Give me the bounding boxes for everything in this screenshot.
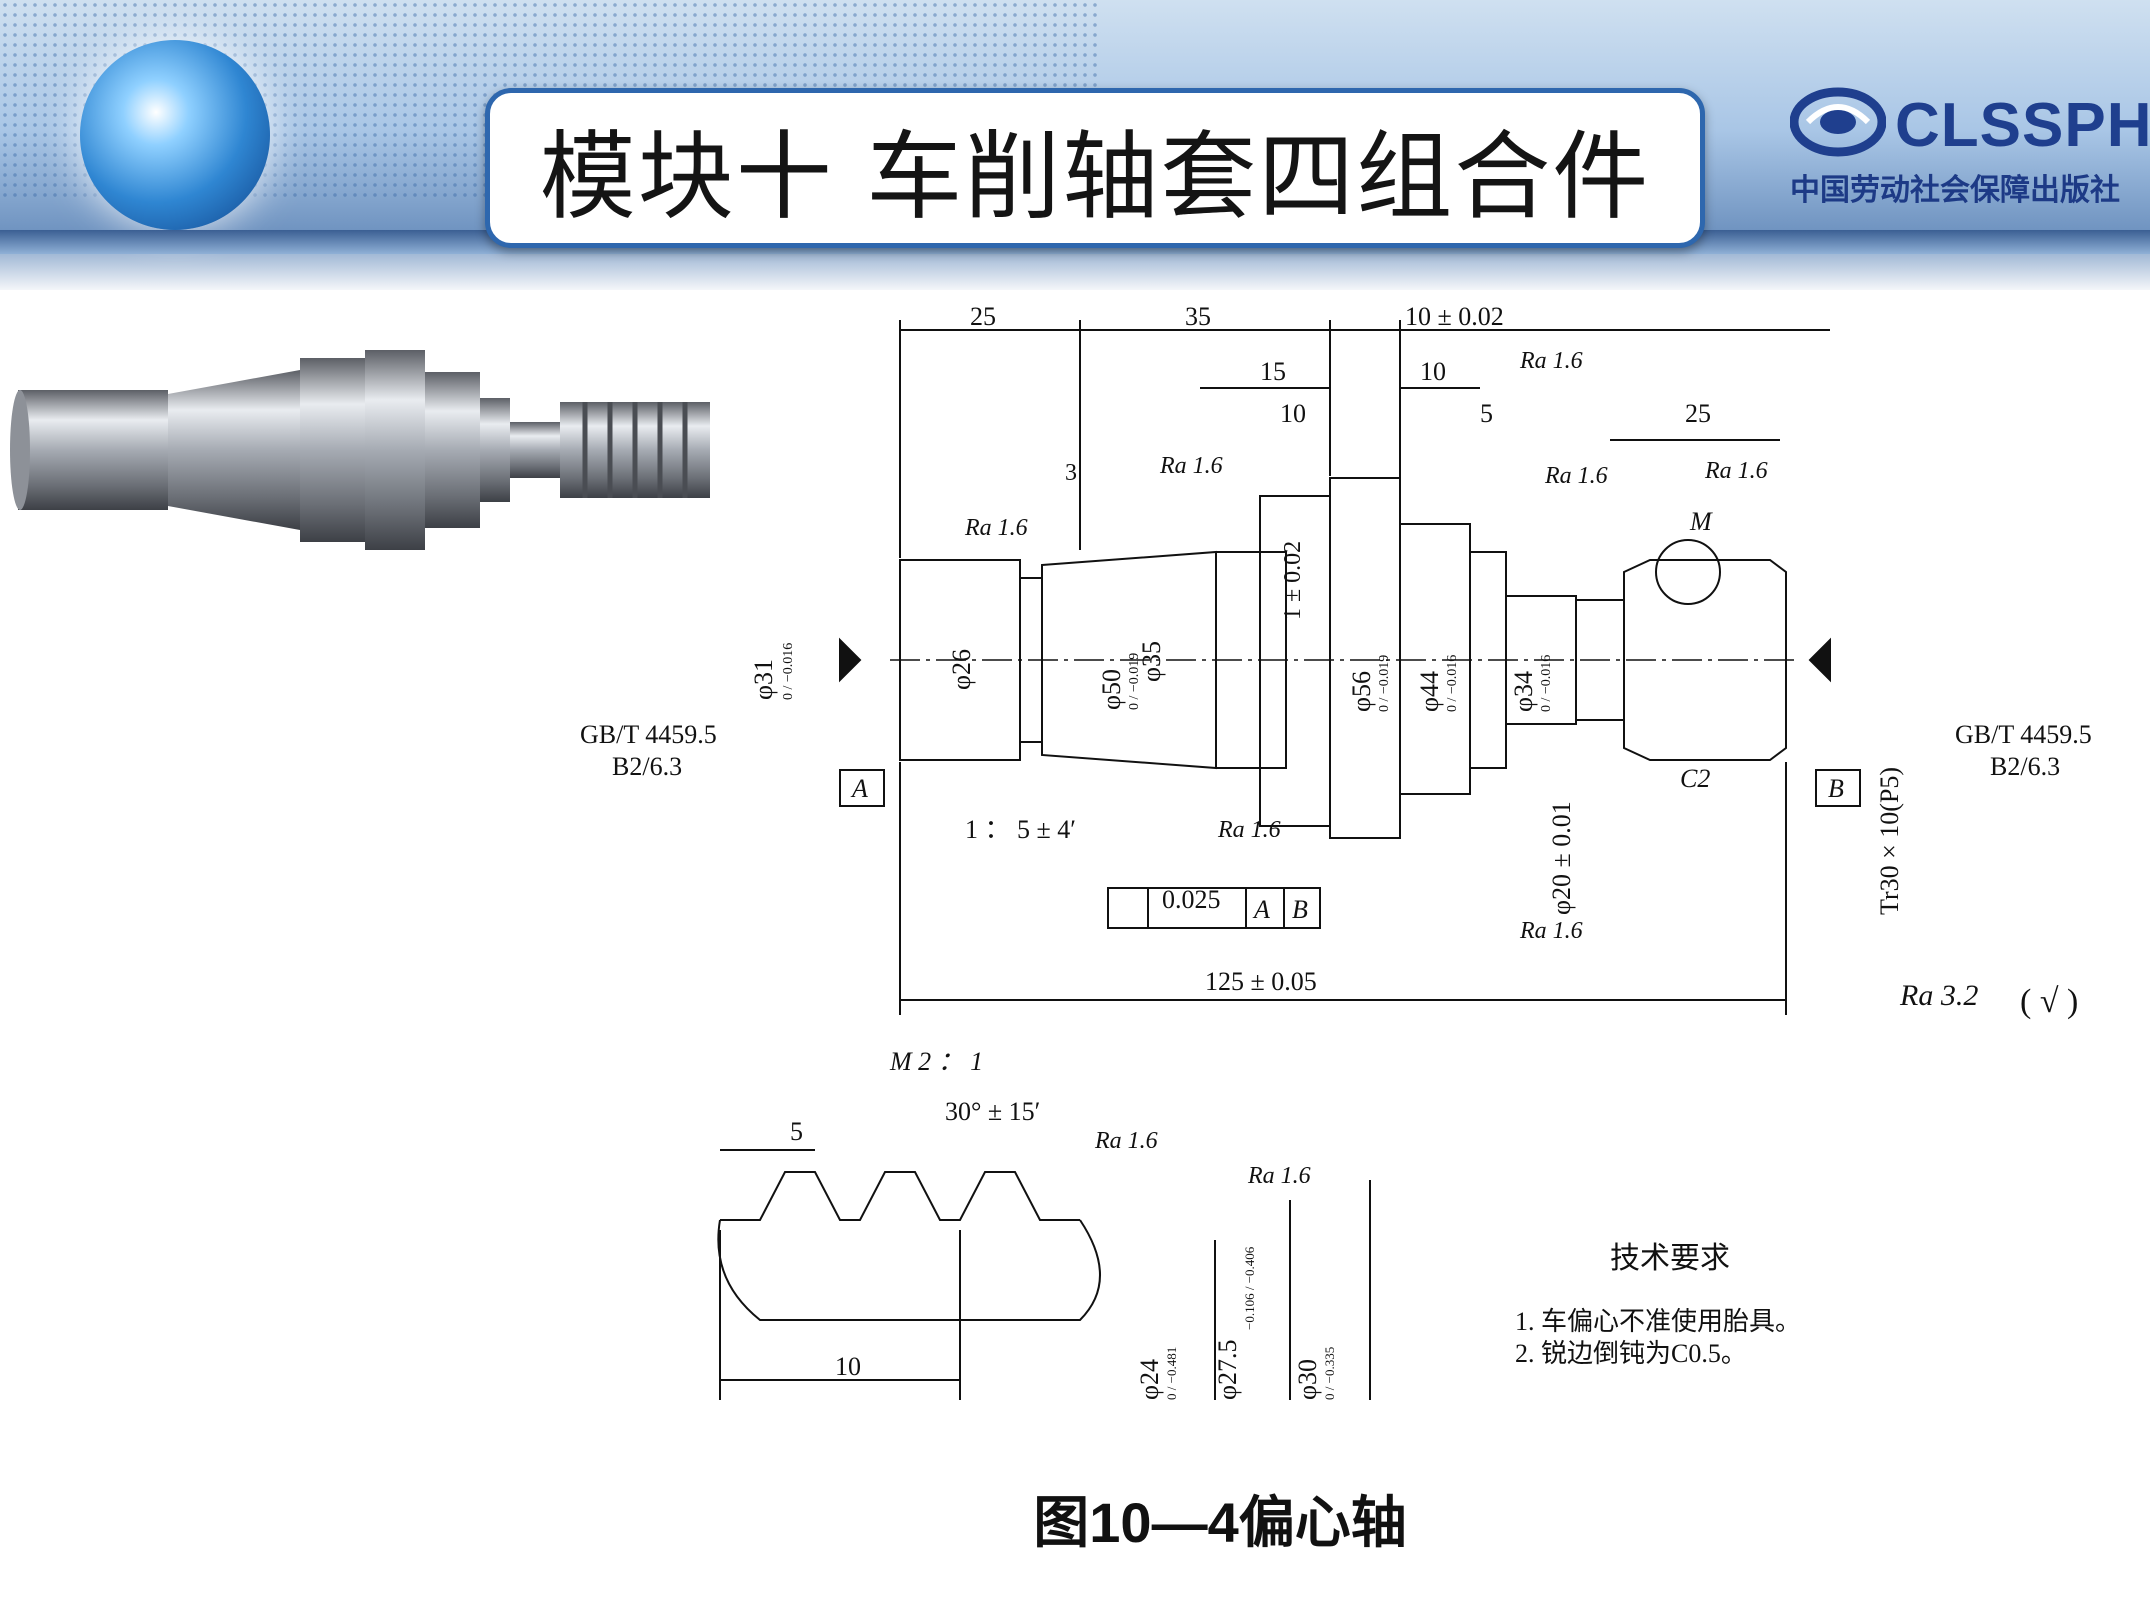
overall-length: 125 ± 0.05 — [1205, 967, 1317, 996]
center-hole-spec: B2/6.3 — [612, 752, 682, 781]
marker-m: M — [1689, 507, 1713, 536]
detail-d24: φ24 — [1135, 1359, 1164, 1400]
dim-10-b: 10 — [1280, 399, 1306, 428]
thread-spec: Tr30 × 10(P5) — [1875, 767, 1904, 915]
dim-5: 5 — [1480, 399, 1493, 428]
clssph-logo-icon — [1790, 87, 1886, 157]
page-title: 模块十 车削轴套四组合件 — [539, 120, 1651, 233]
detail-scale: M 2 ： 1 — [889, 1047, 983, 1076]
detail-d24-tol: 0 / −0.481 — [1164, 1347, 1179, 1400]
runout-value: 0.025 — [1162, 885, 1221, 914]
diameter-34-tol: 0 / −0.016 — [1539, 655, 1554, 712]
diameter-56-tol: 0 / −0.019 — [1377, 655, 1392, 712]
detail-lead: 10 — [835, 1352, 861, 1381]
roughness-label: Ra 1.6 — [1704, 458, 1768, 484]
dim-3: 3 — [1065, 460, 1077, 486]
roughness-label: Ra 1.6 — [1544, 463, 1608, 489]
globe-icon — [80, 40, 270, 230]
diameter-31: φ31 — [749, 659, 778, 700]
title-box: 模块十 车削轴套四组合件 — [485, 88, 1705, 248]
diameter-35: φ35 — [1137, 641, 1166, 682]
publisher-logo: CLSSPH 中国劳动社会保障出版社 — [1760, 60, 2150, 230]
diameter-20: φ20 ± 0.01 — [1547, 801, 1576, 915]
roughness-check: ( √ ) — [2020, 983, 2078, 1020]
taper-ratio: 1 ： 5 ± 4′ — [965, 815, 1076, 844]
diameter-44: φ44 — [1415, 671, 1444, 712]
roughness-label: Ra 1.6 — [1519, 918, 1583, 944]
dim-10-tol: 10 ± 0.02 — [1405, 302, 1504, 331]
dim-35: 35 — [1185, 302, 1211, 331]
roughness-label: Ra 1.6 — [1247, 1163, 1311, 1189]
chamfer-c2: C2 — [1680, 764, 1710, 793]
roughness-label: Ra 1.6 — [1094, 1128, 1158, 1154]
eccentric-offset: 1 ± 0.02 — [1280, 541, 1306, 620]
dim-25: 25 — [970, 302, 996, 331]
detail-pitch: 5 — [790, 1117, 803, 1146]
detail-d30-tol: 0 / −0.335 — [1322, 1347, 1337, 1400]
diameter-44-tol: 0 / −0.016 — [1445, 655, 1460, 712]
detail-angle: 30° ± 15′ — [945, 1097, 1040, 1126]
detail-d275: φ27.5 — [1213, 1339, 1242, 1400]
figure-caption: 图10—4偏心轴 — [1033, 1491, 1407, 1554]
roughness-general: Ra 3.2 — [1899, 979, 1978, 1012]
tech-req-item-2: 2. 锐边倒钝为C0.5。 — [1515, 1339, 1747, 1368]
detail-d275-tol: −0.106 / −0.406 — [1242, 1246, 1257, 1330]
header-banner: 模块十 车削轴套四组合件 CLSSPH 中国劳动社会保障出版社 — [0, 0, 2150, 290]
diameter-50-tol: 0 / −0.019 — [1127, 653, 1142, 710]
datum-a: A — [850, 774, 868, 803]
center-hole-spec-right: B2/6.3 — [1990, 752, 2060, 781]
diameter-34: φ34 — [1509, 671, 1538, 712]
center-hole-std: GB/T 4459.5 — [580, 720, 717, 749]
roughness-label: Ra 1.6 — [1159, 453, 1223, 479]
center-hole-std-right: GB/T 4459.5 — [1955, 720, 2092, 749]
roughness-label: Ra 1.6 — [1519, 348, 1583, 374]
diameter-56: φ56 — [1347, 671, 1376, 712]
runout-datum-a: A — [1252, 895, 1270, 924]
runout-datum-b: B — [1292, 895, 1308, 924]
tech-req-item-1: 1. 车偏心不准使用胎具。 — [1515, 1307, 1801, 1336]
logo-subtitle: 中国劳动社会保障出版社 — [1790, 173, 2120, 208]
roughness-label: Ra 1.6 — [1217, 817, 1281, 843]
diameter-26: φ26 — [947, 649, 976, 690]
detail-d30: φ30 — [1293, 1359, 1322, 1400]
section-thread — [1623, 559, 1787, 761]
logo-name: CLSSPH — [1895, 91, 2150, 160]
dim-25-right: 25 — [1685, 399, 1711, 428]
dim-10-a: 10 — [1420, 357, 1446, 386]
engineering-drawing: 25 35 10 ± 0.02 15 10 10 5 25 3 Ra 1.6 R… — [580, 302, 2092, 1400]
dim-15: 15 — [1260, 357, 1286, 386]
diameter-31-tol: 0 / −0.016 — [781, 643, 796, 700]
shaft-3d-image — [10, 350, 710, 550]
tech-req-title: 技术要求 — [1610, 1242, 1730, 1275]
diameter-50: φ50 — [1097, 669, 1126, 710]
roughness-label: Ra 1.6 — [964, 515, 1028, 541]
datum-b: B — [1828, 774, 1844, 803]
